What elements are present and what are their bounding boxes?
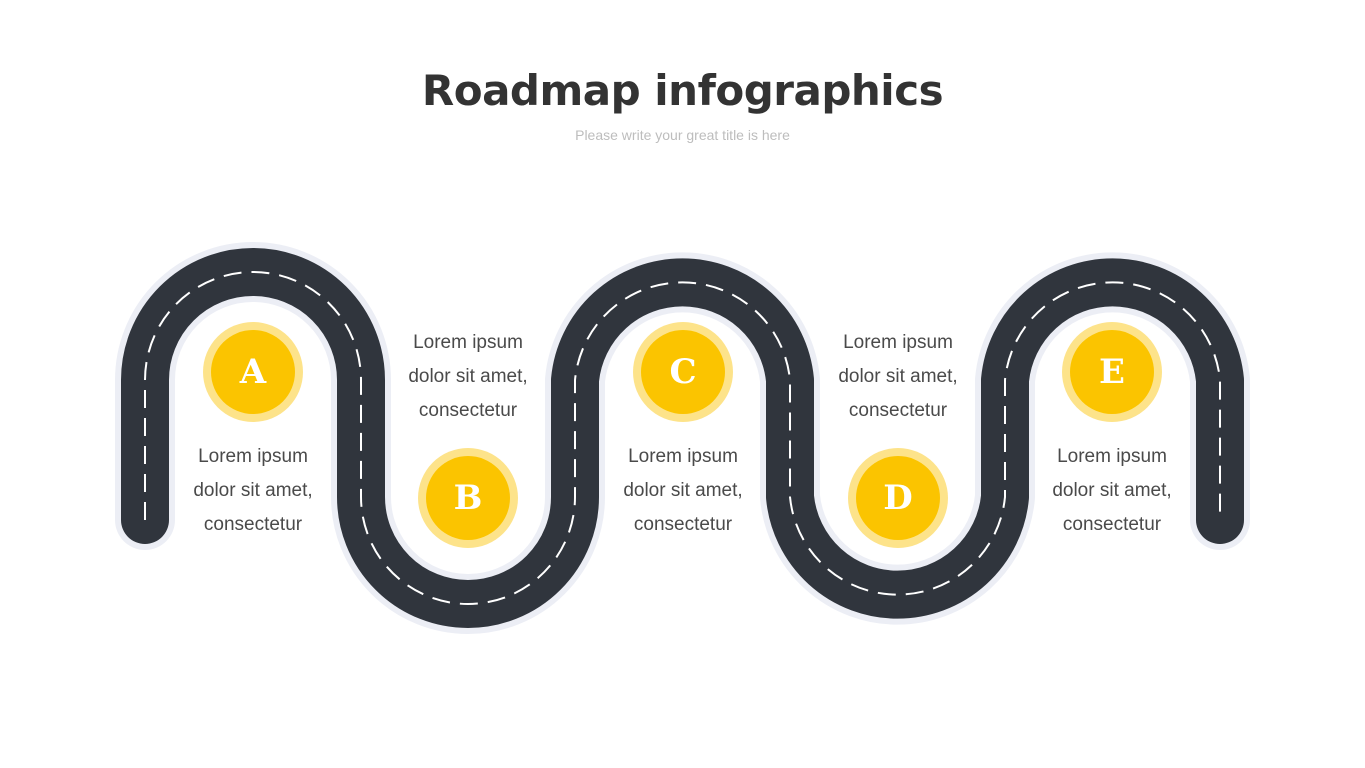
caption-line: dolor sit amet, xyxy=(1052,480,1172,501)
caption-line: consectetur xyxy=(848,400,948,421)
milestone-b-badge: B xyxy=(418,448,518,548)
milestone-e-letter: E xyxy=(1070,330,1154,414)
caption-line: Lorem ipsum xyxy=(843,332,953,353)
milestone-a-letter: A xyxy=(211,330,295,414)
caption-line: Lorem ipsum xyxy=(413,332,523,353)
milestone-d-caption: Lorem ipsum dolor sit amet, consectetur xyxy=(818,326,978,428)
caption-line: consectetur xyxy=(1062,514,1162,535)
caption-line: consectetur xyxy=(633,514,733,535)
milestone-e-badge: E xyxy=(1062,322,1162,422)
caption-line: consectetur xyxy=(418,400,518,421)
milestone-a-badge: A xyxy=(203,322,303,422)
caption-line: Lorem ipsum xyxy=(1057,446,1167,467)
milestone-d-letter: D xyxy=(856,456,940,540)
caption-line: dolor sit amet, xyxy=(838,366,958,387)
milestone-b-letter: B xyxy=(426,456,510,540)
caption-line: dolor sit amet, xyxy=(623,480,743,501)
lane-marking xyxy=(144,271,1221,605)
page-title: Roadmap infographics xyxy=(421,66,944,115)
milestone-a-caption: Lorem ipsum dolor sit amet, consectetur xyxy=(173,440,333,542)
caption-line: Lorem ipsum xyxy=(628,446,738,467)
caption-line: consectetur xyxy=(203,514,303,535)
milestone-c-letter: C xyxy=(641,330,725,414)
caption-line: dolor sit amet, xyxy=(193,480,313,501)
page-subtitle: Please write your great title is here xyxy=(575,127,790,143)
milestone-e-caption: Lorem ipsum dolor sit amet, consectetur xyxy=(1032,440,1192,542)
milestone-b-caption: Lorem ipsum dolor sit amet, consectetur xyxy=(388,326,548,428)
milestone-d-badge: D xyxy=(848,448,948,548)
milestone-c-badge: C xyxy=(633,322,733,422)
milestone-c-caption: Lorem ipsum dolor sit amet, consectetur xyxy=(603,440,763,542)
caption-line: dolor sit amet, xyxy=(408,366,528,387)
caption-line: Lorem ipsum xyxy=(198,446,308,467)
